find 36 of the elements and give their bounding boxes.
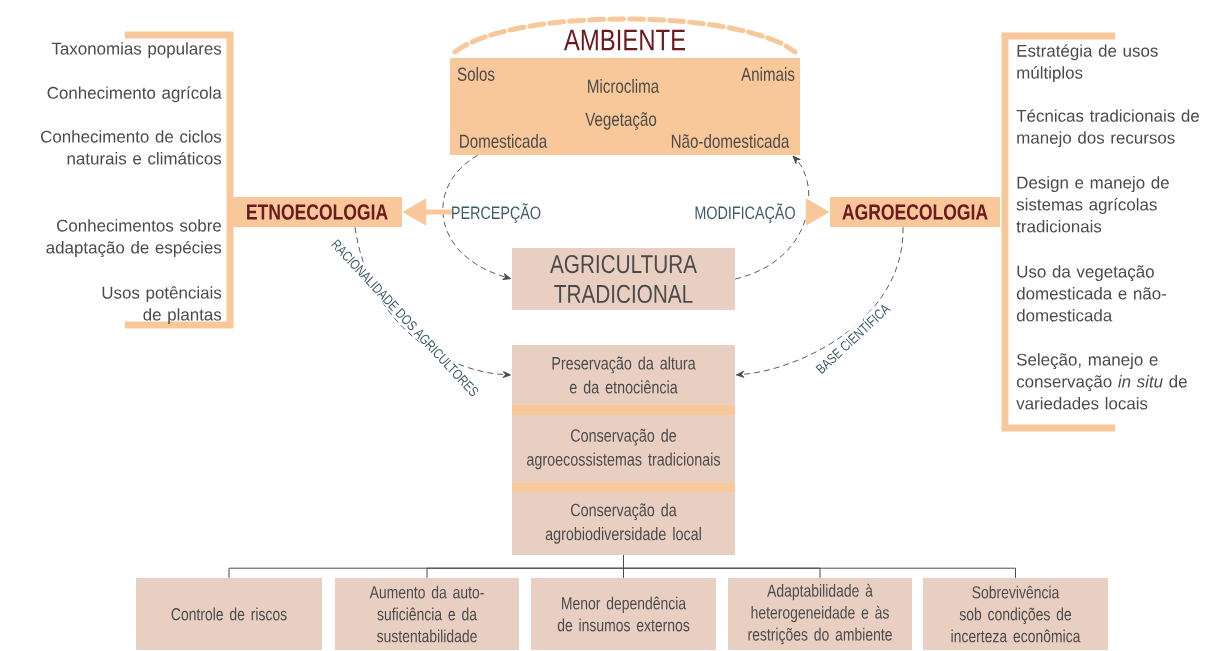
benefit-box: Sobrevivência sob condições de incerteza econômica xyxy=(923,578,1108,650)
list-item: Conhecimento agrícola xyxy=(47,86,222,103)
list-item: Design e manejo de sistemas agrícolas tradicionais xyxy=(1016,176,1169,233)
list-item: Uso da vegetação domesticada e não-domesticada xyxy=(1016,265,1167,322)
list-item: Taxonomias populares xyxy=(51,42,222,58)
word-label: Animais xyxy=(741,67,795,81)
outcome-box: Conservação da agrobiodiversidade local xyxy=(512,492,735,555)
dashed-arrow xyxy=(735,226,904,378)
benefit-box: Adaptabilidade à heterogeneidade e às restrições do ambiente xyxy=(728,578,912,650)
list-item: Técnicas tradicionais de manejo dos recursos xyxy=(1016,109,1199,148)
heading: AMBIENTE xyxy=(563,29,686,51)
word-label: Não-domesticada xyxy=(671,134,790,148)
benefit-box: Aumento da auto-suficiência e da sustentabilidade xyxy=(335,578,519,650)
dashed-arrow xyxy=(442,154,512,280)
list-item: Conhecimento de ciclos naturais e climáticos xyxy=(41,130,222,165)
node-label: AGROECOLOGIA xyxy=(842,204,988,220)
process-box: AGRICULTURA TRADICIONAL xyxy=(512,248,735,310)
connector-line xyxy=(623,554,1016,579)
heading-band: ETNOECOLOGIA xyxy=(232,197,402,227)
benefit-box: Controle de riscos xyxy=(136,578,322,650)
list-item: Seleção, manejo e conservação in situ de variedades locais xyxy=(1016,353,1187,410)
list-item: Usos potênciais de plantas xyxy=(102,286,222,324)
heading-band: AGROECOLOGIA xyxy=(830,197,1000,227)
word-label: Domesticada xyxy=(460,134,548,148)
list-item: Conhecimentos sobre adaptação de espécies xyxy=(46,219,222,257)
word-label: Vegetação xyxy=(585,112,657,130)
outcome-box: Preservação da altura e da etnociência xyxy=(512,345,735,405)
list-item: Estratégia de usos múltiplos xyxy=(1017,44,1158,83)
outcome-box: Conservação de agroecossistemas tradicionais xyxy=(512,415,735,483)
word-label: Solos xyxy=(457,67,495,81)
dashed-arrow xyxy=(734,155,810,280)
word-label: Microclima xyxy=(588,79,660,93)
edge-label: PERCEPÇÃO xyxy=(449,202,543,224)
benefit-box: Menor dependência de insumos externos xyxy=(531,578,716,650)
edge-label: MODIFICAÇÃO xyxy=(693,202,797,224)
node-label: ETNOECOLOGIA xyxy=(247,204,388,220)
